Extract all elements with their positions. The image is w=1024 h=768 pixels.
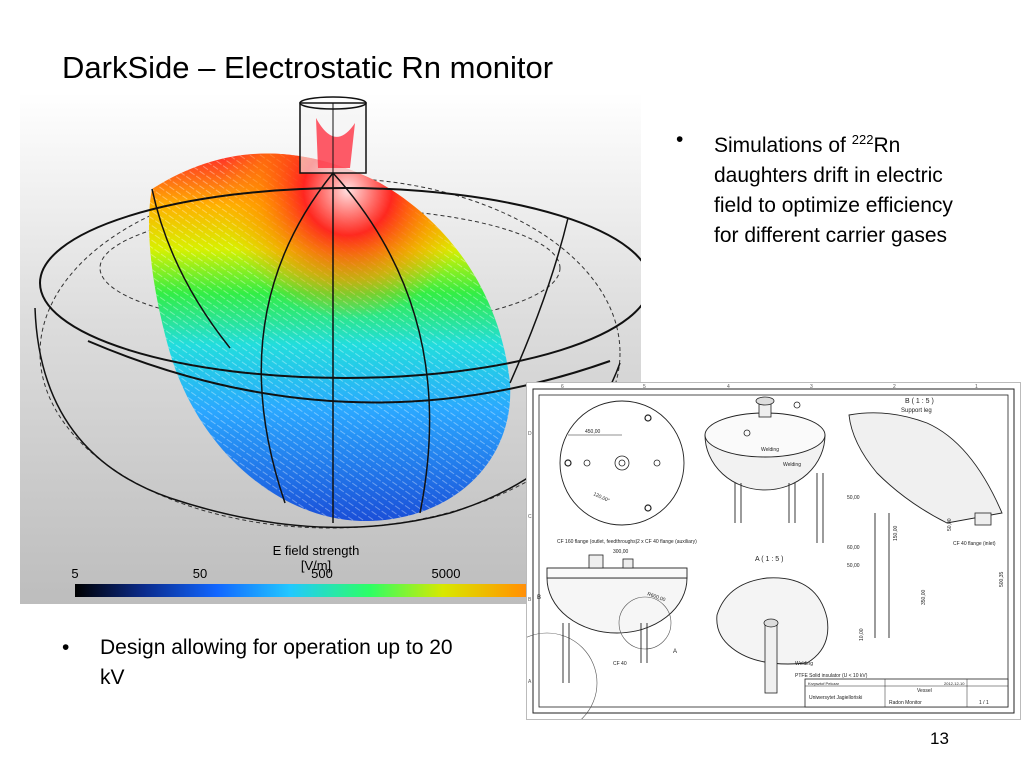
view-b-title: B ( 1 : 5 )	[905, 398, 934, 405]
dimension-label: 50,00	[847, 495, 860, 501]
university-name: Uniwersytet Jagielloński	[809, 695, 862, 701]
dimension-label: 50,00	[847, 563, 860, 569]
dimension-label: 300,00	[613, 549, 629, 555]
border-number: 6	[561, 384, 564, 390]
border-letter: B	[528, 597, 532, 603]
border-number: 4	[727, 384, 730, 390]
colorbar-tick: 500	[311, 566, 333, 581]
sheet-number: 1 / 1	[979, 700, 989, 706]
dimension-label: 60,00	[847, 545, 860, 551]
project-name: Radon Monitor	[889, 700, 922, 706]
flange-label: CF 40 flange (inlet)	[953, 541, 996, 547]
isotope-superscript: 222	[851, 132, 874, 147]
slide-title: DarkSide – Electrostatic Rn monitor	[62, 50, 554, 85]
vessel-drawing-graphic: 6 5 4 3 2 1 D C B A 450,00 120,00°	[496, 384, 1015, 734]
simulation-image: E field strength [V/m] 5 50 500 5000	[20, 93, 641, 604]
bullet-text: Design allowing for operation up to 20 k…	[100, 636, 453, 689]
colorbar	[75, 584, 641, 597]
border-letter: D	[528, 431, 532, 437]
colorbar-tick: 50	[192, 566, 208, 581]
dimension-label: 50,00	[947, 518, 953, 531]
technical-drawing: 6 5 4 3 2 1 D C B A 450,00 120,00°	[496, 383, 1020, 734]
bullet-design: • Design allowing for operation up to 20…	[62, 633, 482, 703]
dimension-label: 450,00	[585, 429, 601, 435]
bullet-text-pre: Simulations of	[714, 134, 852, 157]
dimension-label: 150,00	[893, 525, 899, 541]
designer-name: Krzysztof Pelczar	[808, 681, 840, 686]
weld-label: Welding	[795, 661, 813, 667]
border-letter: A	[528, 679, 532, 685]
drawing-date: 2012-12-10	[944, 681, 965, 686]
colorbar-tick: 5	[71, 566, 79, 581]
efield-simulation-graphic	[34, 96, 641, 529]
weld-label: Welding	[761, 447, 779, 453]
bullet-marker: •	[62, 636, 70, 659]
view-b-subtitle: Support leg	[901, 408, 932, 414]
border-number: 1	[975, 384, 978, 390]
detail-letter: B	[537, 595, 541, 601]
flange-label: CF 160 flange (outlet, feedthroughs)	[557, 539, 638, 545]
bullet-simulations: • Simulations of 222Rn daughters drift i…	[676, 125, 976, 315]
legend-title: E field strength [V/m]	[272, 543, 360, 573]
border-number: 3	[810, 384, 813, 390]
page-number: 13	[930, 729, 949, 748]
bullet-text-post: Rn daughters drift in electric field to …	[714, 134, 953, 247]
dimension-label: 120,00°	[592, 491, 610, 504]
part-name: Vessel	[917, 688, 932, 694]
bullet-marker: •	[676, 128, 684, 151]
flange-label: 2 x CF 40 flange (auxiliary)	[637, 539, 697, 545]
dimension-label: 350,00	[921, 589, 927, 605]
detail-letter: A	[673, 649, 677, 655]
border-number: 2	[893, 384, 896, 390]
dimension-label: 10,00	[859, 628, 865, 641]
view-a-title: A ( 1 : 5 )	[755, 556, 783, 563]
border-number: 5	[643, 384, 646, 390]
weld-label: Welding	[783, 462, 801, 468]
bullet-text: Simulations of 222Rn daughters drift in …	[714, 125, 976, 251]
insulator-label: PTFE Solid insulator (U < 10 kV)	[795, 673, 868, 679]
dimension-label: 500,35	[999, 571, 1005, 587]
flange-label: CF 40	[613, 661, 627, 667]
colorbar-tick: 5000	[431, 566, 461, 581]
border-letter: C	[528, 514, 532, 520]
